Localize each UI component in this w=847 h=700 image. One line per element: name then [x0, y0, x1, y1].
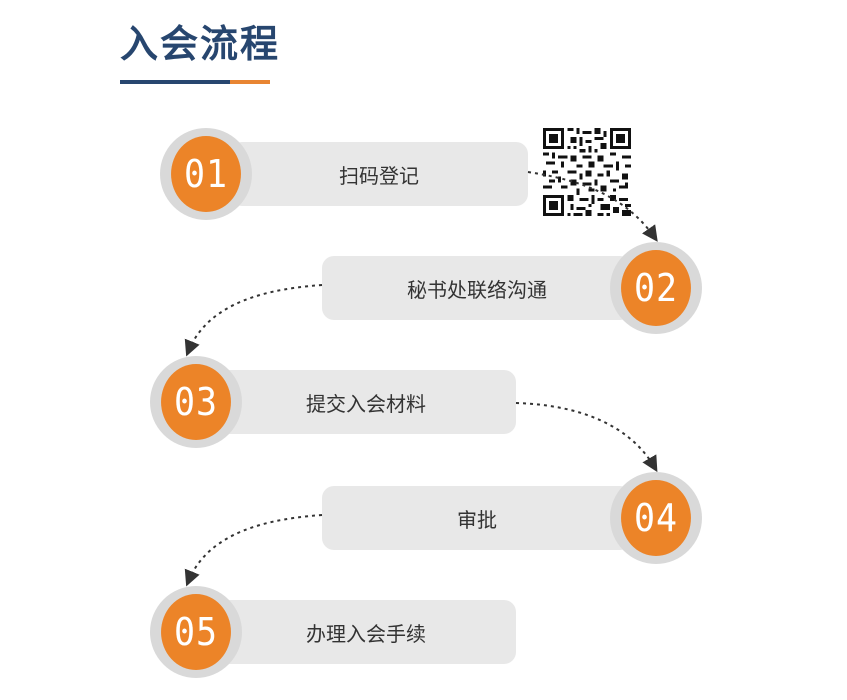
step-3-pill: 提交入会材料 — [216, 370, 516, 434]
step-2-pill: 秘书处联络沟通 — [322, 256, 632, 320]
step-1-number: 01 — [171, 136, 241, 212]
step-2-label: 秘书处联络沟通 — [407, 277, 547, 302]
qr-code-icon — [543, 128, 631, 216]
step-4-label: 审批 — [457, 507, 497, 532]
page-title: 入会流程 — [120, 20, 281, 84]
step-3-number: 03 — [161, 364, 231, 440]
step-1-pill: 扫码登记 — [230, 142, 528, 206]
step-1-label: 扫码登记 — [339, 163, 419, 188]
step-3-badge: 03 — [150, 356, 242, 448]
step-5: 办理入会手续 05 — [150, 586, 516, 678]
step-3: 提交入会材料 03 — [150, 356, 516, 448]
title-underline-orange — [230, 80, 270, 84]
step-5-badge: 05 — [150, 586, 242, 678]
page-title-text: 入会流程 — [120, 22, 281, 66]
step-1-badge: 01 — [160, 128, 252, 220]
step-4-number: 04 — [621, 480, 691, 556]
arrow-4-to-5 — [184, 514, 323, 587]
arrow-2-to-3 — [184, 284, 323, 357]
step-2-number: 02 — [621, 250, 691, 326]
title-underline-blue — [120, 80, 230, 84]
step-5-label: 办理入会手续 — [306, 621, 426, 646]
step-5-number: 05 — [161, 594, 231, 670]
step-1: 扫码登记 01 — [160, 128, 528, 220]
step-4-badge: 04 — [610, 472, 702, 564]
step-4-pill: 审批 — [322, 486, 632, 550]
step-2-badge: 02 — [610, 242, 702, 334]
step-5-pill: 办理入会手续 — [216, 600, 516, 664]
arrow-3-to-4 — [515, 402, 658, 473]
step-3-label: 提交入会材料 — [306, 391, 426, 416]
step-2: 秘书处联络沟通 02 — [322, 242, 702, 334]
step-4: 审批 04 — [322, 472, 702, 564]
